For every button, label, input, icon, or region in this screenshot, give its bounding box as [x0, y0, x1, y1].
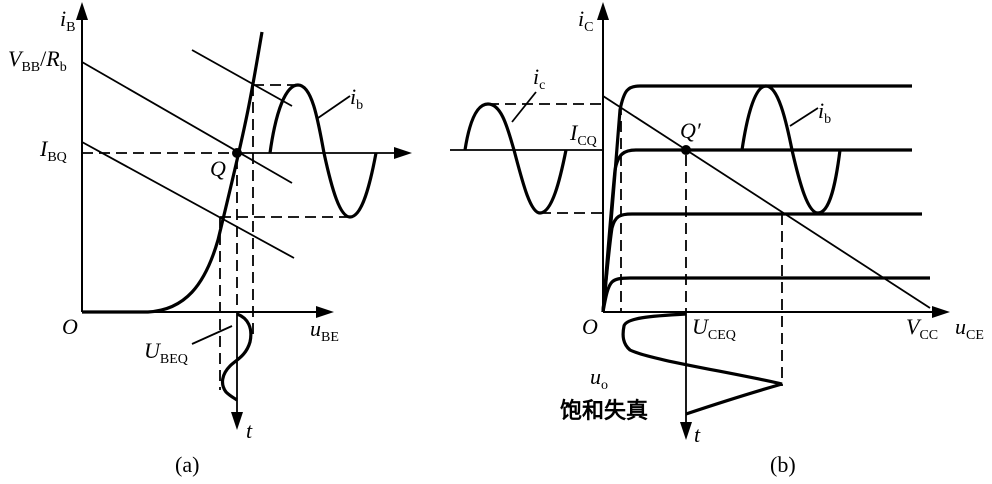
ib-waveform-b: [740, 84, 842, 215]
ib-axis-arrow: [76, 2, 88, 20]
ib-wave-label-b: ib: [818, 98, 831, 127]
origin-label-a: O: [62, 314, 78, 339]
q-prime-point: [681, 145, 691, 155]
ic-axis-arrow: [597, 2, 609, 20]
icq-label: ICQ: [569, 120, 597, 149]
ic-wave-label: ic: [533, 64, 545, 93]
q-prime-label: Q′: [680, 118, 702, 143]
uo-label: uo: [590, 364, 608, 393]
ib-wave-leader: [317, 95, 351, 119]
output-curve-3: [601, 212, 922, 313]
uceq-label: UCEQ: [692, 314, 736, 343]
uo-time-axis-arrow: [680, 422, 692, 440]
ic-wave-leader: [511, 91, 537, 123]
origin-label-b: O: [582, 314, 598, 339]
load-line-upper: [191, 49, 293, 107]
vbb-rb-label: VBB/Rb: [8, 46, 67, 75]
panel-b: [450, 2, 950, 440]
ic-axis-label: iC: [578, 6, 593, 35]
saturation-distortion-label: 饱和失真: [560, 398, 648, 424]
ib-axis-label: iB: [60, 6, 75, 35]
ube-waveform: [220, 312, 253, 402]
t-label-a: t: [246, 418, 253, 443]
output-curve-4: [601, 276, 930, 313]
q-label: Q: [210, 156, 226, 181]
output-curve-2: [601, 148, 912, 313]
ube-axis-arrow: [316, 306, 334, 318]
ubeq-label: UBEQ: [144, 338, 188, 367]
uo-waveform: [621, 312, 783, 416]
load-line-lower: [81, 141, 295, 259]
uce-axis-arrow: [932, 306, 950, 318]
ib-wave-leader-b: [789, 107, 819, 127]
uce-axis-label: uCE: [955, 314, 984, 343]
ube-time-axis-arrow: [231, 412, 243, 430]
ibq-label: IBQ: [39, 136, 67, 165]
ib-time-axis-arrow: [394, 147, 412, 159]
panel-a: [76, 2, 412, 430]
vcc-label: VCC: [906, 314, 938, 343]
ube-axis-label: uBE: [310, 316, 339, 345]
caption-a: (a): [175, 452, 199, 477]
caption-b: (b): [770, 452, 796, 477]
ic-waveform: [463, 102, 568, 215]
ib-wave-label: ib: [350, 84, 363, 113]
ac-load-line: [602, 95, 931, 309]
ubeq-leader: [191, 325, 233, 345]
load-line-center: [81, 61, 293, 184]
ib-waveform: [268, 83, 378, 219]
input-characteristic-curve: [82, 31, 264, 314]
t-label-b: t: [694, 422, 701, 447]
